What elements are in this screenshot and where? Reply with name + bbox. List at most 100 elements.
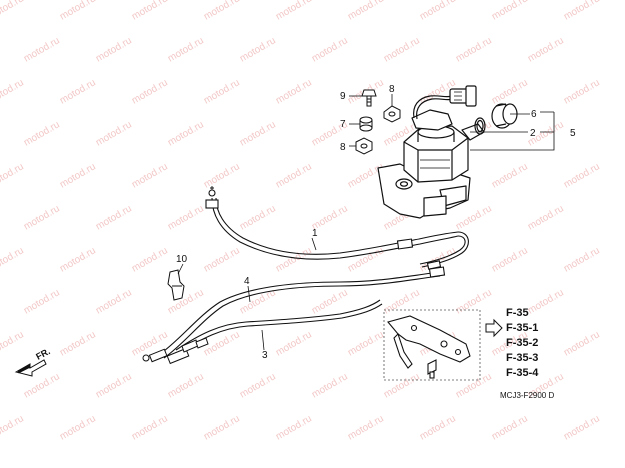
watermark-text: motod.ru (346, 413, 386, 442)
nut-8-upper (383, 105, 401, 123)
reference-arrow (485, 318, 503, 338)
reference-f35-4: F-35-4 (506, 367, 539, 379)
cable-1-end (419, 231, 469, 270)
watermark-text: motod.ru (130, 413, 170, 442)
watermark-text: motod.ru (166, 203, 206, 232)
watermark-text: motod.ru (58, 0, 98, 23)
watermark-text: motod.ru (382, 371, 422, 400)
watermark-text: motod.ru (0, 245, 26, 274)
watermark-text: motod.ru (0, 161, 26, 190)
cable-3 (175, 299, 383, 355)
callout-10: 10 (176, 254, 188, 265)
connector-plug (449, 85, 477, 107)
watermark-text: motod.ru (562, 329, 602, 358)
watermark-text: motod.ru (454, 35, 494, 64)
watermark-text: motod.ru (346, 329, 386, 358)
cable-4 (159, 266, 446, 359)
bolt-9 (361, 89, 377, 107)
reference-f35-3: F-35-3 (506, 352, 538, 364)
watermark-text: motod.ru (166, 119, 206, 148)
watermark-text: motod.ru (274, 0, 314, 23)
watermark-text: motod.ru (202, 413, 242, 442)
watermark-text: motod.ru (418, 413, 458, 442)
collar-7 (359, 116, 373, 132)
watermark-text: motod.ru (166, 287, 206, 316)
watermark-text: motod.ru (346, 245, 386, 274)
callout-5: 5 (570, 128, 576, 139)
watermark-text: motod.ru (58, 245, 98, 274)
cable-clip-10 (167, 269, 185, 301)
watermark-text: motod.ru (166, 35, 206, 64)
leader-lines (177, 94, 555, 351)
front-direction-arrow (14, 359, 47, 377)
reference-f35: F-35 (506, 307, 529, 319)
callout-2: 2 (530, 128, 536, 139)
watermark-text: motod.ru (130, 245, 170, 274)
watermark-text: motod.ru (454, 287, 494, 316)
watermark-text: motod.ru (346, 0, 386, 23)
watermark-text: motod.ru (274, 245, 314, 274)
watermark-text: motod.ru (22, 287, 62, 316)
watermark-text: motod.ru (490, 413, 530, 442)
watermark-text: motod.ru (490, 161, 530, 190)
mounting-bracket (387, 315, 471, 379)
watermark-text: motod.ru (310, 371, 350, 400)
grommet-seal (491, 103, 518, 129)
watermark-text: motod.ru (22, 203, 62, 232)
watermark-text: motod.ru (382, 35, 422, 64)
watermark-text: motod.ru (0, 413, 26, 442)
reference-box (383, 309, 481, 381)
watermark-text: motod.ru (238, 35, 278, 64)
watermark-text: motod.ru (490, 0, 530, 23)
reference-f35-1: F-35-1 (506, 322, 538, 334)
watermark-text: motod.ru (274, 77, 314, 106)
watermark-text: motod.ru (0, 77, 26, 106)
watermark-text: motod.ru (454, 371, 494, 400)
watermark-text: motod.ru (94, 203, 134, 232)
reference-f35-2: F-35-2 (506, 337, 538, 349)
cable-ends-lower (142, 337, 209, 365)
watermark-text: motod.ru (202, 161, 242, 190)
cable-1 (205, 186, 459, 260)
callout-6: 6 (531, 109, 537, 120)
front-direction-label: FR. (34, 346, 51, 362)
watermark-text: motod.ru (94, 119, 134, 148)
callout-8-lower: 8 (340, 142, 346, 153)
watermark-text: motod.ru (94, 287, 134, 316)
callout-4: 4 (244, 276, 250, 287)
callout-1: 1 (312, 228, 318, 239)
watermark-text: motod.ru (238, 287, 278, 316)
watermark-text: motod.ru (238, 371, 278, 400)
watermark-text: motod.ru (526, 203, 566, 232)
watermark-text: motod.ru (22, 371, 62, 400)
callout-7: 7 (340, 119, 346, 130)
o-ring (474, 117, 486, 135)
watermark-text: motod.ru (94, 35, 134, 64)
diagram-code: MCJ3-F2900 D (500, 391, 554, 400)
watermark-text: motod.ru (0, 0, 26, 23)
watermark-text: motod.ru (274, 329, 314, 358)
watermark-text: motod.ru (58, 161, 98, 190)
watermark-text: motod.ru (238, 119, 278, 148)
watermark-text: motod.ru (490, 245, 530, 274)
watermark-text: motod.ru (166, 371, 206, 400)
watermark-text: motod.ru (238, 203, 278, 232)
watermark-text: motod.ru (22, 35, 62, 64)
watermark-text: motod.ru (562, 161, 602, 190)
watermark-text: motod.ru (130, 161, 170, 190)
watermark-text: motod.ru (418, 0, 458, 23)
watermark-text: motod.ru (526, 287, 566, 316)
watermark-text: motod.ru (454, 203, 494, 232)
watermark-text: motod.ru (0, 329, 26, 358)
watermark-text: motod.ru (58, 329, 98, 358)
watermark-text: motod.ru (310, 35, 350, 64)
watermark-text: motod.ru (202, 245, 242, 274)
callout-9: 9 (340, 91, 346, 102)
watermark-text: motod.ru (490, 77, 530, 106)
watermark-text: motod.ru (58, 77, 98, 106)
watermark-text: motod.ru (22, 119, 62, 148)
callout-3: 3 (262, 350, 268, 361)
watermark-text: motod.ru (130, 0, 170, 23)
watermark-text: motod.ru (382, 287, 422, 316)
